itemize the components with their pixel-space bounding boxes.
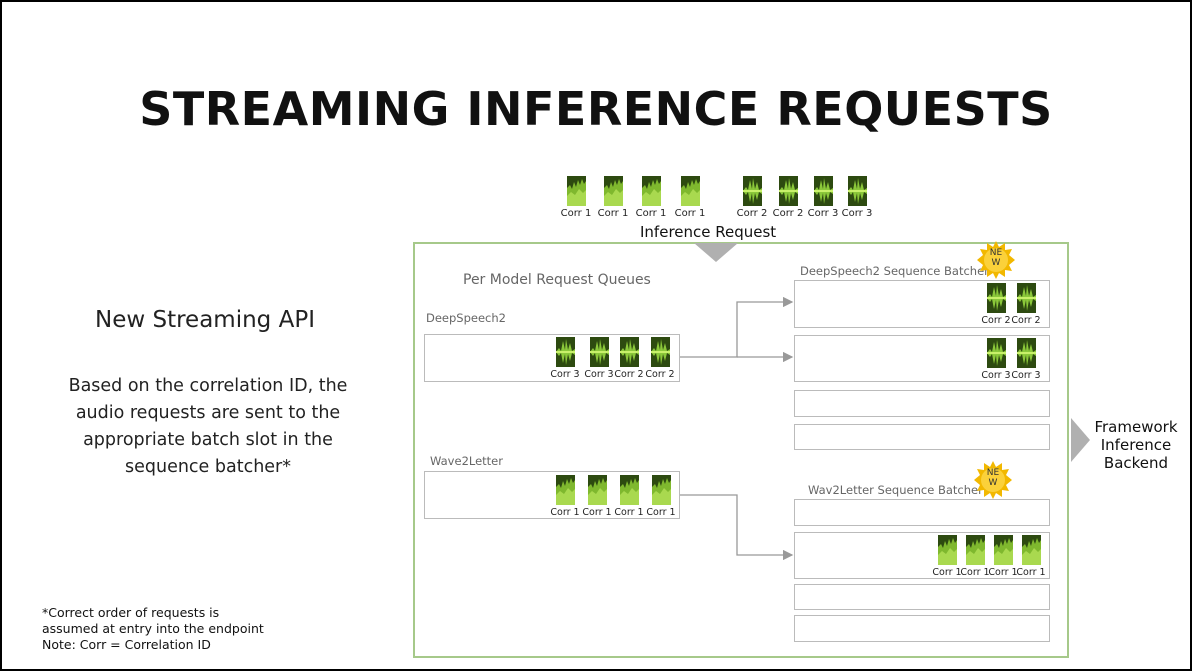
corr-label: Corr 1 xyxy=(635,208,667,219)
corr-label: Corr 3 xyxy=(584,369,614,380)
corr-label: Corr 1 xyxy=(932,567,962,578)
triton-server-box xyxy=(413,242,1069,658)
corr-label: Corr 1 xyxy=(646,507,676,518)
corr-label: Corr 3 xyxy=(1011,370,1041,381)
corr-label: Corr 2 xyxy=(736,208,768,219)
ds2-batch-slot-4 xyxy=(794,424,1050,450)
w2l-to-slot-arrow xyxy=(680,494,794,561)
w2l-queue-label: Wave2Letter xyxy=(430,454,503,468)
corr-label: Corr 1 xyxy=(560,208,592,219)
corr-label: Corr 1 xyxy=(1016,567,1046,578)
audio-request-icon xyxy=(1017,338,1036,368)
corr-label: Corr 1 xyxy=(550,507,580,518)
audio-request-icon xyxy=(779,176,798,206)
corr-label: Corr 3 xyxy=(841,208,873,219)
audio-request-icon xyxy=(743,176,762,206)
audio-request-icon xyxy=(604,176,623,206)
w2l-batch-slot-3 xyxy=(794,584,1050,610)
audio-request-icon xyxy=(620,475,639,505)
corr-label: Corr 3 xyxy=(807,208,839,219)
audio-request-icon xyxy=(938,535,957,565)
inference-request-label: Inference Request xyxy=(640,223,777,241)
audio-request-icon xyxy=(642,176,661,206)
audio-request-icon xyxy=(987,283,1006,313)
corr-label: Corr 2 xyxy=(772,208,804,219)
audio-request-icon xyxy=(848,176,867,206)
audio-request-icon xyxy=(1022,535,1041,565)
description-text: Based on the correlation ID, the audio r… xyxy=(68,376,348,477)
audio-request-icon xyxy=(567,176,586,206)
corr-label: Corr 2 xyxy=(981,315,1011,326)
streaming-api-heading: New Streaming API xyxy=(95,307,315,333)
audio-request-icon xyxy=(681,176,700,206)
ds2-batcher-label: DeepSpeech2 Sequence Batcher xyxy=(800,264,989,278)
ds2-to-slot1-arrow xyxy=(680,296,794,358)
entry-arrow-icon xyxy=(694,243,738,262)
audio-request-icon xyxy=(987,338,1006,368)
audio-request-icon xyxy=(588,475,607,505)
backend-line-1: Framework xyxy=(1094,418,1178,436)
audio-request-icon xyxy=(556,337,575,367)
audio-request-icon xyxy=(652,475,671,505)
audio-request-icon xyxy=(814,176,833,206)
audio-request-icon xyxy=(590,337,609,367)
backend-arrow-icon xyxy=(1071,418,1090,462)
audio-request-icon xyxy=(620,337,639,367)
corr-label: Corr 2 xyxy=(645,369,675,380)
footnote-line-3: Note: Corr = Correlation ID xyxy=(42,637,211,652)
w2l-batcher-label: Wav2Letter Sequence Batcher xyxy=(808,483,983,497)
badge-line-1: NE xyxy=(989,248,1003,258)
ds2-batch-slot-3 xyxy=(794,390,1050,417)
badge-line-2: W xyxy=(991,258,1001,268)
corr-label: Corr 1 xyxy=(988,567,1018,578)
corr-label: Corr 3 xyxy=(550,369,580,380)
audio-request-icon xyxy=(651,337,670,367)
backend-line-3: Backend xyxy=(1103,454,1169,472)
audio-request-icon xyxy=(994,535,1013,565)
slide-title: STREAMING INFERENCE REQUESTS xyxy=(139,82,1053,136)
audio-request-icon xyxy=(966,535,985,565)
ds2-queue-label: DeepSpeech2 xyxy=(426,311,506,325)
backend-line-2: Inference xyxy=(1100,436,1172,454)
footnote-line-1: *Correct order of requests is xyxy=(42,605,220,620)
badge-line-2: W xyxy=(988,478,998,488)
corr-label: Corr 3 xyxy=(981,370,1011,381)
footnote: *Correct order of requests is assumed at… xyxy=(42,605,342,653)
w2l-batch-slot-4 xyxy=(794,615,1050,642)
audio-request-icon xyxy=(1017,283,1036,313)
corr-label: Corr 1 xyxy=(582,507,612,518)
corr-label: Corr 2 xyxy=(614,369,644,380)
audio-request-icon xyxy=(556,475,575,505)
queues-title: Per Model Request Queues xyxy=(463,272,651,288)
badge-line-1: NE xyxy=(986,468,1000,478)
corr-label: Corr 1 xyxy=(614,507,644,518)
w2l-batch-slot-1 xyxy=(794,499,1050,526)
framework-backend-label: Framework Inference Backend xyxy=(1080,418,1192,472)
ds2-batch-slot-2 xyxy=(794,335,1050,382)
ds2-batch-slot-1 xyxy=(794,280,1050,328)
corr-label: Corr 2 xyxy=(1011,315,1041,326)
corr-label: Corr 1 xyxy=(960,567,990,578)
footnote-line-2: assumed at entry into the endpoint xyxy=(42,621,264,636)
corr-label: Corr 1 xyxy=(674,208,706,219)
corr-label: Corr 1 xyxy=(597,208,629,219)
